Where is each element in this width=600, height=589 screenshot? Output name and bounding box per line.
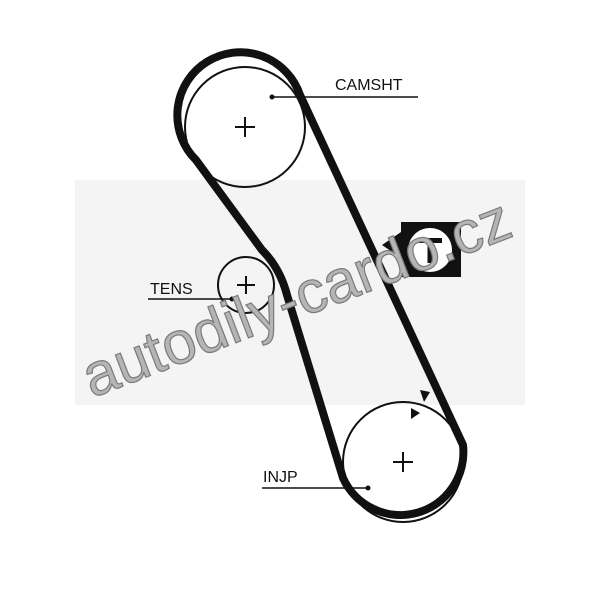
watermark-background-band [75,180,525,405]
timing-mark-arrow-icon [411,408,420,419]
injection-pump-label: INJP [263,469,298,486]
camshaft-pulley [184,66,418,188]
tensioner-label: TENS [150,281,193,298]
logo-t-icon [418,238,442,263]
center-cross-icon [235,117,255,137]
timing-mark-arrow-icon [420,390,430,402]
injection-pump-pulley [262,390,464,523]
center-cross-icon [237,276,255,294]
center-cross-icon [393,452,413,472]
watermark-logo [382,222,461,277]
camshaft-label: CAMSHT [335,77,403,94]
tensioner-pulley [148,256,275,314]
timing-belt [173,48,468,520]
